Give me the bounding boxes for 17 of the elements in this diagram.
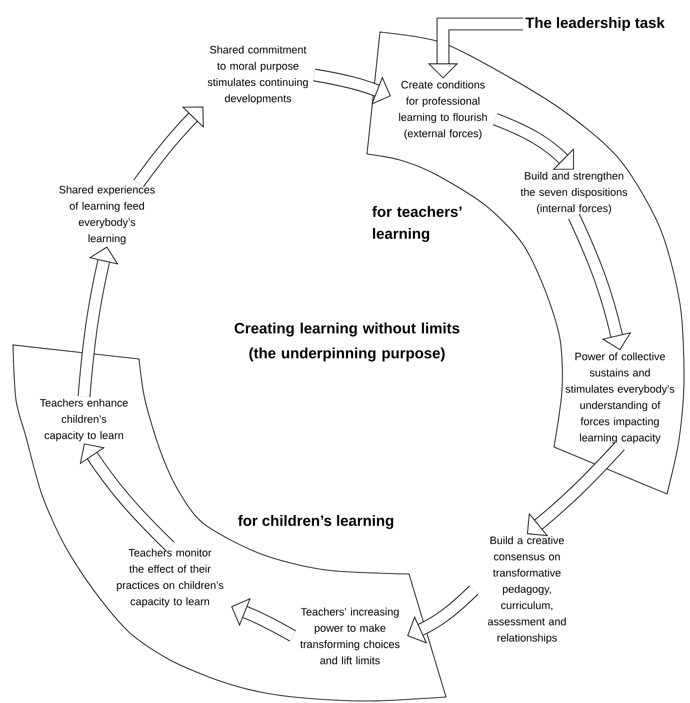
step-text: Create conditions for professional learning to flourish (external forces) <box>399 80 487 140</box>
block-arrow <box>568 214 632 350</box>
block-arrow <box>231 598 296 642</box>
step-text: Shared commitment to moral purpose stimulates continuing developments <box>208 46 308 104</box>
step-text: Build a creative consensus on transformative pedagogy, curriculum, assessment and relationships <box>488 536 566 644</box>
heading: The leadership task <box>525 17 665 31</box>
block-arrow <box>134 106 204 188</box>
block-arrow <box>492 113 574 170</box>
step-text: Power of collective sustains and stimulates everybody’s understanding of forces impacting learning capacity <box>566 352 674 444</box>
block-arrow <box>407 585 478 644</box>
step-text: Teachers’ increasing power to make transforming choices and lift limits <box>300 608 400 664</box>
block-arrow <box>527 442 625 536</box>
step-text: Teachers enhance children’s capacity to learn <box>40 398 128 442</box>
center-text: Creating learning without limits (the underpinning purpose) <box>234 322 460 362</box>
step-text: Build and strengthen the seven dispositions (internal forces) <box>520 172 628 214</box>
step-text: Shared experiences of learning feed everybody’s learning <box>59 186 155 244</box>
step-text: Teachers monitor the effect of their practices on children’s capacity to learn <box>116 548 224 608</box>
